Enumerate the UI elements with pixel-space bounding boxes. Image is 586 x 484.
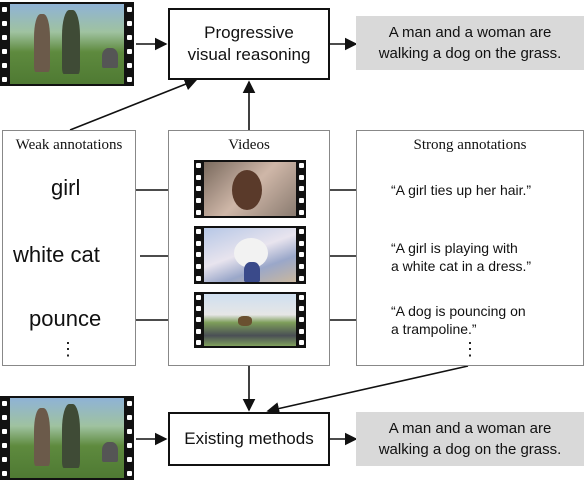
strong-item-2: “A girl is playing with a white cat in a… — [391, 239, 531, 275]
top-output-line1: A man and a woman are — [388, 24, 552, 41]
weak-annotations-panel: Weak annotations girl white cat pounce ⋮ — [2, 130, 136, 366]
strong-item-3: “A dog is pouncing on a trampoline.” — [391, 302, 526, 338]
top-output-caption: A man and a woman are walking a dog on t… — [356, 16, 584, 70]
method-label-line2: visual reasoning — [187, 45, 311, 64]
method-label-line1: Progressive — [204, 23, 294, 42]
top-input-video — [0, 2, 134, 86]
top-output-line2: walking a dog on the grass. — [378, 45, 562, 62]
strong-item-1-line1: “A girl ties up her hair.” — [391, 182, 532, 198]
bottom-output-line2: walking a dog on the grass. — [378, 441, 562, 458]
videos-title: Videos — [228, 137, 270, 153]
strong-item-3-line1: “A dog is pouncing on — [391, 303, 526, 319]
strong-item-3-line2: a trampoline.” — [391, 321, 477, 337]
strong-annotations-title: Strong annotations — [413, 137, 527, 153]
strong-item-2-line2: a white cat in a dress.” — [391, 258, 532, 274]
video-frame-white-cat — [194, 226, 306, 284]
weak-ellipsis: ⋮ — [59, 339, 77, 359]
bottom-output-line1: A man and a woman are — [388, 420, 552, 437]
existing-methods-label: Existing methods — [184, 429, 314, 448]
strong-item-2-line1: “A girl is playing with — [391, 240, 518, 256]
weak-item-white-cat: white cat — [13, 242, 100, 267]
progressive-visual-reasoning-box: Progressive visual reasoning — [168, 8, 330, 80]
strong-item-1: “A girl ties up her hair.” — [391, 181, 531, 199]
existing-methods-box: Existing methods — [168, 412, 330, 466]
video-frame-girl — [194, 160, 306, 218]
weak-item-girl: girl — [51, 175, 81, 200]
strong-annotations-panel: Strong annotations “A girl ties up her h… — [356, 130, 584, 366]
bottom-output-caption: A man and a woman are walking a dog on t… — [356, 412, 584, 466]
arrow-strong-to-existing — [266, 365, 469, 415]
bottom-input-video — [0, 396, 134, 480]
arrow-weak-to-method — [69, 78, 198, 131]
strong-ellipsis: ⋮ — [461, 339, 479, 359]
weak-annotations-title: Weak annotations — [15, 137, 123, 153]
weak-item-pounce: pounce — [29, 306, 102, 331]
video-frame-pounce — [194, 292, 306, 348]
